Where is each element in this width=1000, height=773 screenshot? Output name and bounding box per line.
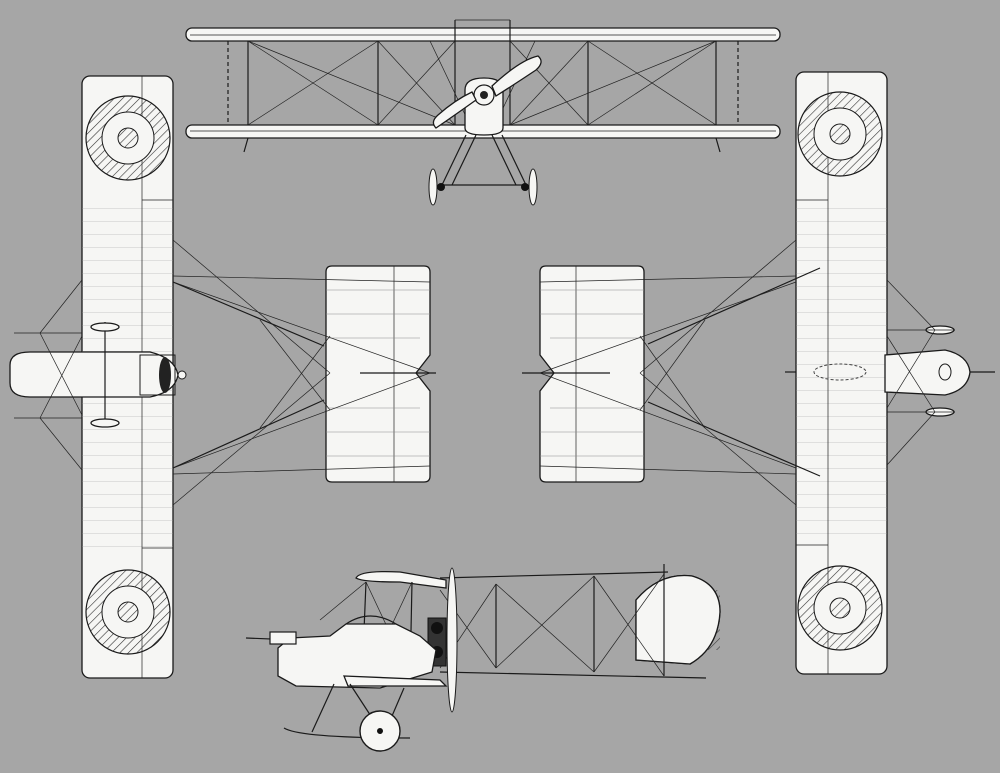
side-booms [439, 564, 707, 679]
left-plan-view [9, 75, 187, 679]
side-view [245, 564, 721, 752]
front-view [185, 19, 781, 206]
front-wheel-right [528, 168, 538, 206]
left-roundel-top [85, 95, 171, 181]
right-roundel-bottom [797, 565, 883, 651]
side-lower-wing [343, 675, 448, 687]
front-bracing-wires [247, 19, 717, 126]
tailplane-left [325, 265, 436, 483]
side-propeller [446, 567, 458, 713]
left-nacelle-wires [14, 279, 83, 471]
right-plan-view [785, 71, 995, 675]
front-propeller [491, 55, 542, 97]
front-upper-wing [185, 27, 781, 42]
front-landing-gear [441, 134, 527, 186]
tailplane-right [522, 265, 645, 483]
left-nacelle [9, 351, 179, 398]
side-gun [245, 631, 297, 645]
side-nacelle [277, 623, 437, 689]
front-wheel-left [428, 168, 438, 206]
left-tail-booms [172, 239, 431, 506]
side-upper-wing [355, 570, 447, 589]
left-roundel-bottom [85, 569, 171, 655]
right-tail-booms [539, 239, 821, 506]
right-nacelle-wires [886, 279, 955, 466]
right-nacelle [884, 349, 971, 396]
right-roundel-top [797, 91, 883, 177]
